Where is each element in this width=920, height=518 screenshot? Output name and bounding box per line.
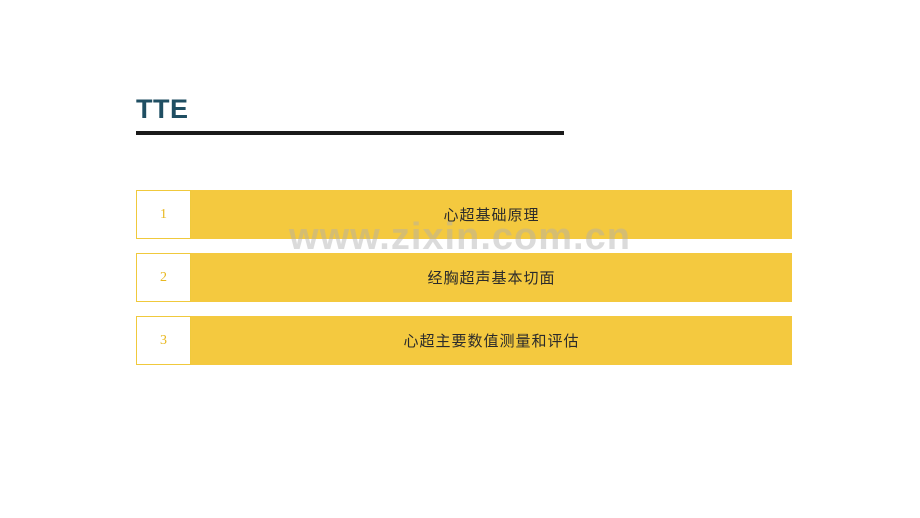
list-item-bar: 心超基础原理: [191, 190, 792, 239]
list-item-bar: 经胸超声基本切面: [191, 253, 792, 302]
list-item-label: 心超基础原理: [443, 206, 540, 224]
list-item-number: 2: [136, 253, 191, 302]
list-item[interactable]: 2 经胸超声基本切面: [136, 253, 792, 302]
list-item[interactable]: 1 心超基础原理: [136, 190, 792, 239]
list-item-number: 1: [136, 190, 191, 239]
list-item-label: 心超主要数值测量和评估: [403, 332, 580, 350]
list-item-label: 经胸超声基本切面: [427, 269, 556, 287]
title-underline: [136, 131, 564, 135]
page-title: TTE: [136, 94, 189, 124]
list-item[interactable]: 3 心超主要数值测量和评估: [136, 316, 792, 365]
list-item-number: 3: [136, 316, 191, 365]
list-item-bar: 心超主要数值测量和评估: [191, 316, 792, 365]
agenda-list: 1 心超基础原理 2 经胸超声基本切面 3 心超主要数值测量和评估: [136, 190, 792, 365]
